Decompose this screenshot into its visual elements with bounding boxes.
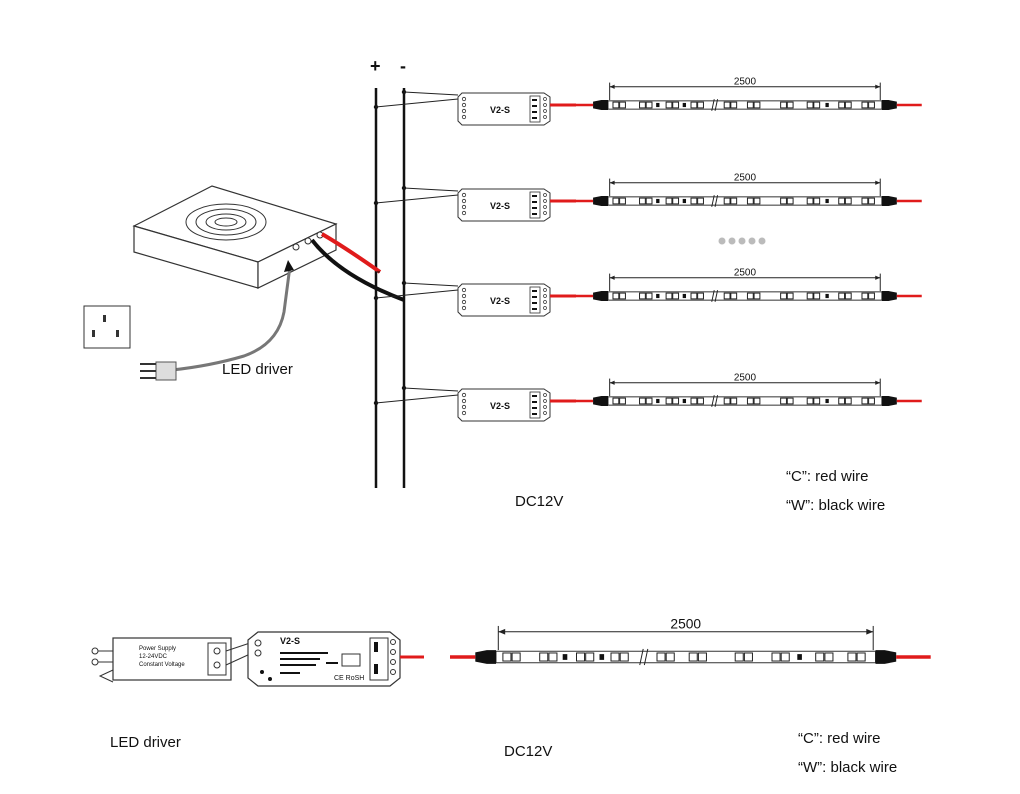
power-plug bbox=[140, 361, 177, 381]
controller-label: V2-S bbox=[490, 201, 510, 211]
driver-red-wire bbox=[320, 232, 382, 274]
v2s-controller: V2-S bbox=[457, 283, 551, 317]
v2s-controller: V2-S bbox=[457, 92, 551, 126]
bottom-controller: V2-S CE RoSH bbox=[247, 631, 401, 687]
led-strip: 2500 bbox=[574, 172, 922, 207]
bottom-controller-cert: CE RoSH bbox=[334, 675, 364, 682]
controller-row: V2-S 2500 bbox=[373, 267, 922, 317]
led-strip: 2500 bbox=[574, 372, 922, 407]
bottom-voltage-label: DC12V bbox=[504, 743, 552, 760]
bottom-driver-label: LED driver bbox=[110, 734, 181, 751]
driver-input-cable bbox=[171, 265, 292, 372]
bottom-led-strip: 2500 bbox=[400, 616, 931, 666]
bottom-legend-c: “C”: red wire bbox=[798, 730, 881, 747]
strip-length-label: 2500 bbox=[734, 76, 757, 87]
led-driver-box bbox=[132, 185, 338, 289]
more-rows-dots bbox=[718, 237, 766, 245]
psu-line1: Power Supply bbox=[139, 646, 176, 652]
controller-row: V2-S 2500 bbox=[373, 76, 922, 126]
top-legend-w: “W”: black wire bbox=[786, 497, 885, 514]
bottom-legend-w: “W”: black wire bbox=[798, 759, 897, 776]
top-legend-c: “C”: red wire bbox=[786, 468, 869, 485]
plus-label: + bbox=[370, 56, 381, 76]
led-strip: 2500 bbox=[574, 76, 922, 111]
bottom-led-strip-body: 2500 bbox=[450, 616, 931, 666]
wall-socket bbox=[83, 305, 131, 349]
controller-row: V2-S 2500 bbox=[373, 172, 922, 222]
led-strip: 2500 bbox=[574, 267, 922, 302]
v2s-controller: V2-S bbox=[457, 188, 551, 222]
strip-length-label: 2500 bbox=[734, 372, 757, 383]
driver-black-wire bbox=[310, 238, 405, 302]
strip-length-label: 2500 bbox=[734, 267, 757, 278]
top-voltage-label: DC12V bbox=[515, 493, 563, 510]
controller-label: V2-S bbox=[490, 105, 510, 115]
bottom-controller-label: V2-S bbox=[280, 636, 300, 646]
controller-label: V2-S bbox=[490, 296, 510, 306]
bottom-power-supply: Power Supply 12-24VDC Constant Voltage bbox=[91, 637, 251, 683]
psu-line2: 12-24VDC bbox=[139, 654, 168, 660]
controller-row: V2-S 2500 bbox=[373, 372, 922, 422]
controller-label: V2-S bbox=[490, 401, 510, 411]
v2s-controller: V2-S bbox=[457, 388, 551, 422]
strip-length-label: 2500 bbox=[734, 172, 757, 183]
top-driver-label: LED driver bbox=[222, 361, 293, 378]
strip-length-label: 2500 bbox=[670, 616, 701, 631]
minus-label: - bbox=[400, 56, 406, 76]
psu-line3: Constant Voltage bbox=[139, 662, 185, 668]
